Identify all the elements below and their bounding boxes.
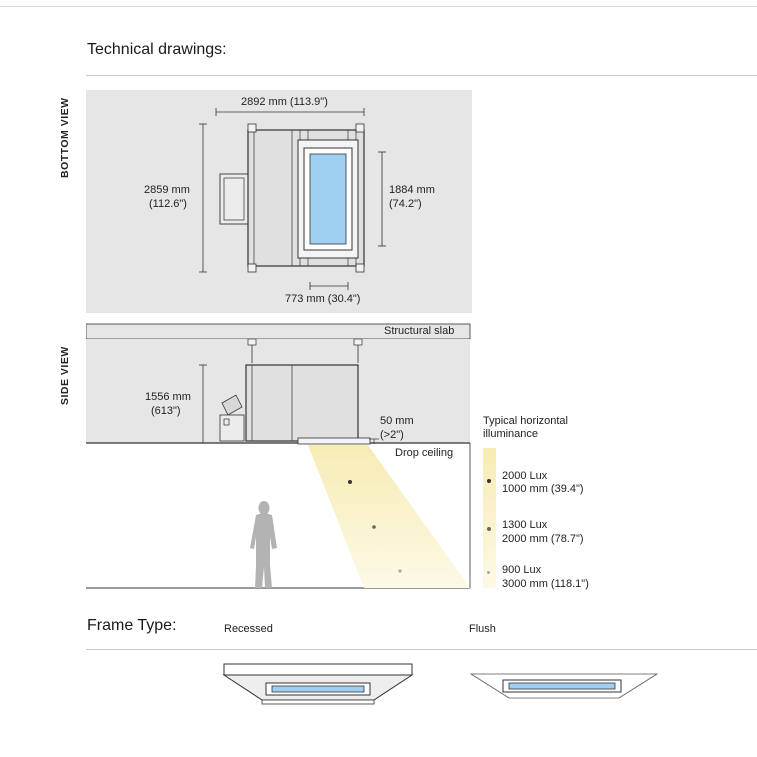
bottom-depth-dimension-1: 2859 mm — [144, 184, 190, 196]
side-height-dimension-2: (613") — [151, 405, 181, 417]
gap-dimension-1: 50 mm — [380, 415, 414, 427]
flush-frame-illustration — [469, 673, 659, 699]
illuminance-lux-2: 1300 Lux — [502, 519, 548, 531]
side-view-label: SIDE VIEW — [59, 346, 71, 405]
frame-type-title: Frame Type: — [87, 617, 177, 634]
illuminance-title-2: illuminance — [483, 428, 539, 440]
bottom-width-dimension: 2892 mm (113.9") — [241, 96, 328, 108]
bottom-view-label: BOTTOM VIEW — [59, 97, 71, 178]
illuminance-lux-1: 2000 Lux — [502, 470, 548, 482]
panel-length-dimension-1: 1884 mm — [389, 184, 435, 196]
section-title: Technical drawings: — [87, 41, 227, 58]
illuminance-gradient-bar — [483, 448, 496, 588]
side-view-drawing — [86, 323, 471, 589]
drop-ceiling-label: Drop ceiling — [395, 447, 454, 459]
flush-label: Flush — [469, 623, 496, 635]
illuminance-lux-3: 900 Lux — [502, 564, 542, 576]
top-rule — [0, 6, 757, 7]
side-height-dimension-1: 1556 mm — [145, 391, 191, 403]
illuminance-dot-2 — [487, 527, 491, 531]
recessed-label: Recessed — [224, 623, 273, 635]
frame-type-rule — [86, 649, 757, 650]
illuminance-distance-3: 3000 mm (118.1") — [502, 578, 589, 590]
bottom-depth-dimension-2: (112.6") — [149, 198, 187, 210]
illuminance-distance-1: 1000 mm (39.4") — [502, 483, 584, 495]
panel-width-dimension: 773 mm (30.4") — [285, 293, 361, 305]
illuminance-title-1: Typical horizontal — [483, 415, 568, 427]
section-rule — [86, 75, 757, 76]
illuminance-dot-3 — [487, 571, 490, 574]
bottom-view-drawing — [86, 90, 472, 313]
illuminance-dot-1 — [487, 479, 491, 483]
panel-length-dimension-2: (74.2") — [389, 198, 422, 210]
structural-slab-label: Structural slab — [384, 325, 455, 337]
recessed-frame-illustration — [222, 663, 414, 705]
illuminance-distance-2: 2000 mm (78.7") — [502, 533, 584, 545]
gap-dimension-2: (>2") — [380, 429, 404, 441]
